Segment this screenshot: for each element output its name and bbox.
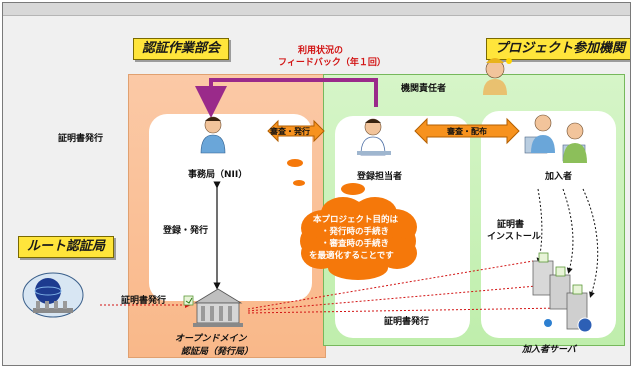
subscriber-server-label: 加入者サーバ [522,345,576,355]
feedback-label-1: 利用状況の [298,46,344,56]
review-issue-arrow [267,119,325,143]
cert-install-label-2: インストール [487,232,541,242]
secretariat-area [149,114,312,301]
review-distribute-label: 審査・配布 [447,127,487,136]
review-issue-label: 審査・発行 [270,127,310,136]
open-domain-building-icon [183,288,243,327]
diagram-graphics [22,58,599,333]
secretariat-person-icon [200,116,226,154]
manager-person-icon [483,58,512,95]
registrar-label: 登録担当者 [357,172,403,182]
open-domain-label-2: 認証局（発行局） [181,347,254,357]
open-domain-label-1: オープンドメイン [175,334,247,344]
goal-line-1: 本プロジェクト目的は [313,215,399,225]
secretariat-label: 事務局（NII） [188,170,248,180]
registrar-person-icon [357,118,391,156]
top-strip [3,3,630,16]
left-cert-issue-label: 証明書発行 [58,134,104,144]
goal-line-3: ・審査時の手続き [321,239,390,249]
goal-cloud [287,159,417,280]
review-distribute-arrow [414,117,520,145]
goal-line-2: ・発行時の手続き [321,227,390,237]
participants-badge: プロジェクト参加機関 [486,38,630,60]
cert-issue-root-label: 証明書発行 [121,296,167,306]
working-group-badge: 認証作業部会 [133,38,230,60]
cert-issue-bottom-label: 証明書発行 [384,317,430,327]
feedback-arrow [195,78,378,118]
subscriber-label: 加入者 [545,172,573,182]
goal-line-4: を最適化することです [309,251,394,261]
subscriber-persons-icon [524,114,587,163]
feedback-label-2: フィードバック（年１回） [278,58,386,68]
root-ca-seal-icon [22,272,84,318]
subscriber-server-icons [532,252,593,333]
register-issue-label: 登録・発行 [163,226,209,236]
root-ca-badge: ルート認証局 [18,236,115,258]
cert-install-label-1: 証明書 [497,220,525,230]
manager-label: 機関責任者 [401,84,447,94]
